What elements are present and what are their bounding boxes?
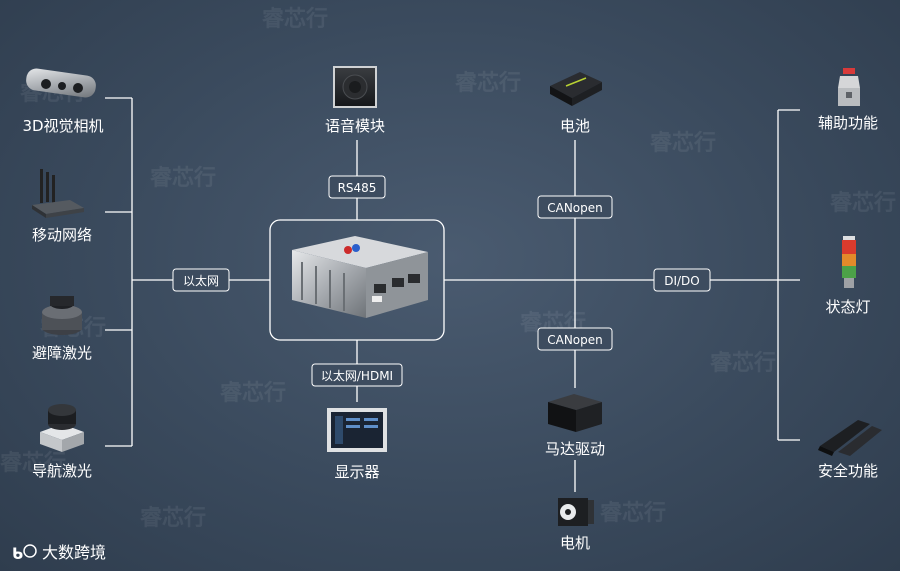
watermark-layer: 睿芯行 睿芯行 睿芯行 睿芯行 睿芯行 睿芯行 睿芯行 睿芯行 睿芯行 睿芯行 … — [0, 6, 896, 531]
device-label-aux: 辅助功能 — [818, 114, 878, 132]
router-icon — [32, 169, 84, 218]
watermark-text: 睿芯行 — [650, 130, 716, 156]
watermark-text: 睿芯行 — [455, 70, 521, 96]
svg-text:ᑲ: ᑲ — [12, 545, 23, 563]
link-tag-left: 以太网 — [172, 268, 230, 292]
signal-tower-icon — [842, 236, 856, 288]
brand-name: 大数跨境 — [42, 543, 106, 562]
device-label-display: 显示器 — [334, 463, 379, 481]
safety-edge-icon — [818, 420, 882, 456]
watermark-text: 睿芯行 — [600, 500, 666, 526]
obstacle-lidar-icon — [42, 296, 82, 335]
watermark-text: 睿芯行 — [710, 350, 776, 376]
speaker-module-icon — [333, 66, 377, 108]
device-label-router: 移动网络 — [32, 226, 92, 244]
controller-box-icon — [269, 219, 445, 341]
motor-icon — [558, 498, 594, 526]
watermark-text: 睿芯行 — [830, 190, 896, 216]
link-label: RS485 — [338, 181, 377, 195]
device-label-navigation-lidar: 导航激光 — [32, 462, 92, 480]
link-tag-battery: CANopen — [537, 195, 613, 219]
device-label-motor-driver: 马达驱动 — [545, 440, 605, 458]
link-tag-bottom: 以太网/HDMI — [311, 363, 403, 387]
link-tag-right: DI/DO — [653, 268, 711, 292]
device-label-motor: 电机 — [560, 534, 590, 552]
display-icon — [327, 408, 387, 452]
connection-lines — [105, 97, 800, 492]
motor-driver-icon — [548, 394, 602, 432]
link-label: DI/DO — [664, 274, 700, 288]
watermark-text: 睿芯行 — [220, 380, 286, 406]
navigation-lidar-icon — [40, 404, 84, 452]
device-label-3d-camera: 3D视觉相机 — [22, 117, 103, 135]
watermark-text: 睿芯行 — [150, 165, 216, 191]
watermark-text: 睿芯行 — [140, 505, 206, 531]
device-label-obstacle-lidar: 避障激光 — [32, 344, 92, 362]
brand-logo-icon: ᑲ — [12, 544, 37, 563]
device-label-speaker: 语音模块 — [325, 117, 385, 135]
link-label: 以太网 — [183, 273, 219, 288]
link-label: 以太网/HDMI — [321, 368, 393, 383]
battery-icon — [550, 72, 602, 106]
watermark-text: 睿芯行 — [0, 450, 66, 476]
link-tag-motor-driver: CANopen — [537, 327, 613, 351]
link-label: CANopen — [547, 333, 603, 347]
aux-light-icon — [838, 68, 860, 106]
3d-camera-icon — [26, 68, 96, 98]
link-label: CANopen — [547, 201, 603, 215]
link-tag-top: RS485 — [328, 175, 386, 199]
device-label-signal-tower: 状态灯 — [825, 298, 870, 316]
watermark-text: 睿芯行 — [262, 6, 328, 32]
device-label-safety: 安全功能 — [818, 462, 878, 480]
device-label-battery: 电池 — [560, 117, 590, 135]
